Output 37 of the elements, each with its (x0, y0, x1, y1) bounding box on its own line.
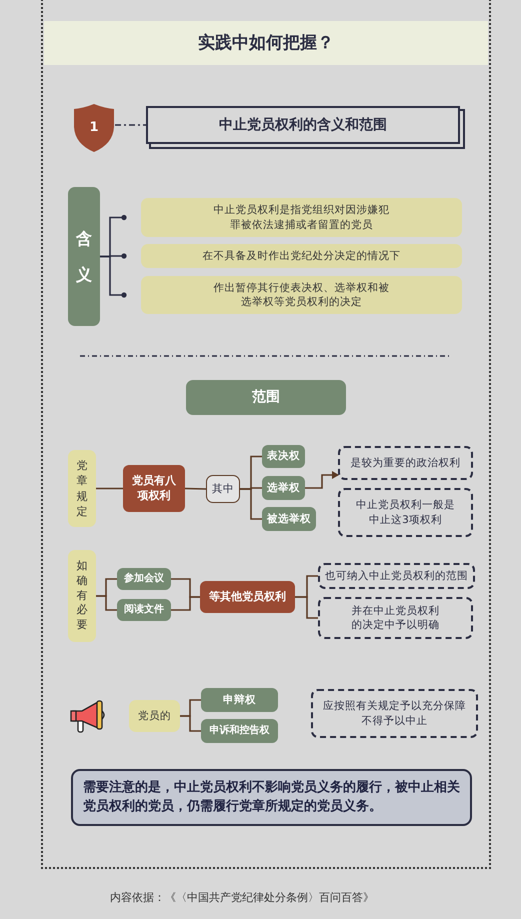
right-tag: 选举权 (262, 476, 305, 500)
subject-box: 党员的 (129, 700, 180, 732)
bracket-connector (100, 256, 127, 298)
definition-box: 作出暂停其行使表决权、选举权和被选举权等党员权利的决定 (141, 276, 462, 314)
shield-badge: 1 (73, 103, 115, 153)
source-caption: 内容依据：《〈中国共产党纪律处分条例〉百问百答》 (110, 890, 375, 905)
connector-line (240, 488, 262, 520)
right-tag: 被选举权 (262, 507, 316, 531)
title-banner: 实践中如何把握？ (44, 21, 488, 65)
connector-line (295, 596, 318, 619)
right-tag: 申诉和控告权 (201, 719, 278, 743)
dashed-note-box: 并在中止党员权利的决定中予以明确 (318, 597, 473, 639)
category-box: 党员有八项权利 (123, 465, 185, 512)
arrow (305, 471, 339, 489)
vertical-label-box: 含义 (68, 187, 100, 326)
dashed-note-box: 应按照有关规定予以充分保障不得予以中止 (311, 689, 478, 738)
vertical-label-box: 党章规定 (68, 450, 96, 527)
right-tag: 阅读文件 (117, 599, 171, 621)
definition-box: 中止党员权利是指党组织对因涉嫌犯罪被依法逮捕或者留置的党员 (141, 198, 462, 237)
connector-line (171, 596, 200, 611)
connector-line (115, 124, 146, 126)
right-tag: 表决权 (262, 445, 305, 468)
connector-line (180, 715, 201, 732)
vertical-label-box: 如确有必要 (68, 550, 96, 642)
section-heading: 范围 (186, 380, 346, 415)
dashed-note-box: 是较为重要的政治权利 (338, 446, 473, 480)
connector-line (184, 488, 206, 490)
right-tag: 申辩权 (201, 688, 278, 712)
definition-box: 在不具备及时作出党纪处分决定的情况下 (141, 244, 462, 268)
connector-line (96, 595, 117, 611)
dashed-note-box: 也可纳入中止党员权利的范围 (318, 563, 475, 589)
small-box: 其中 (206, 475, 240, 503)
dashed-note-box: 中止党员权利一般是中止这3项权利 (338, 488, 473, 537)
right-tag: 参加会议 (117, 568, 171, 590)
connector-line (96, 488, 123, 490)
category-box: 等其他党员权利 (200, 581, 295, 613)
note-box: 需要注意的是，中止党员权利不影响党员义务的履行，被中止相关党员权利的党员，仍需履行党章所规定的党员义务。 (71, 769, 472, 826)
